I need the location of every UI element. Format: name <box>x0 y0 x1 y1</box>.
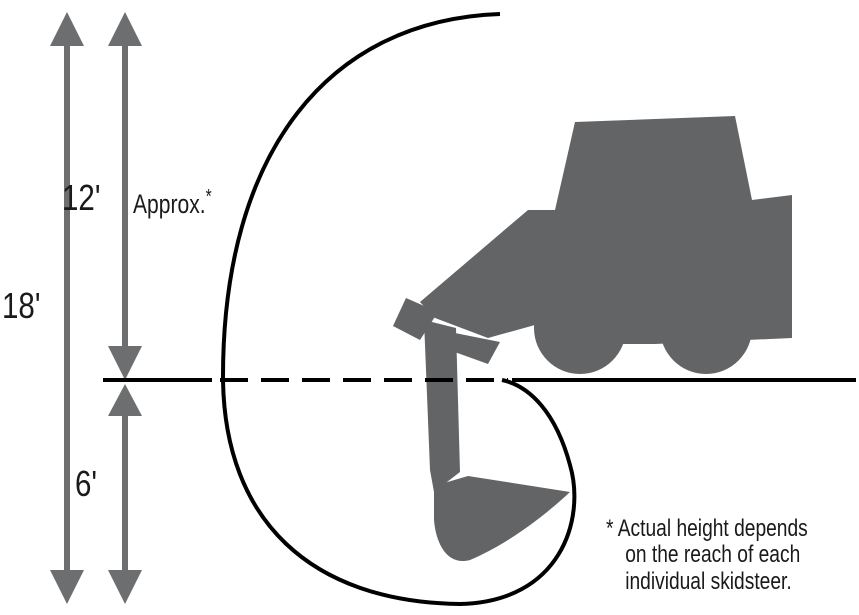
reach-arc <box>220 12 577 607</box>
arrow-12ft <box>108 12 142 380</box>
approx-asterisk: * <box>205 186 212 208</box>
arrow-6ft <box>108 384 142 604</box>
approx-text: Approx. <box>133 189 206 219</box>
footnote-line-1: * Actual height depends <box>606 515 808 542</box>
label-12ft: 12' <box>62 177 101 218</box>
footnote: * Actual height depends on the reach of … <box>606 515 808 595</box>
footnote-line-3: individual skidsteer. <box>625 567 792 595</box>
label-6ft: 6' <box>75 463 98 504</box>
skidsteer-silhouette <box>393 116 792 562</box>
footnote-line-2: on the reach of each <box>625 541 801 569</box>
label-approx: Approx.* <box>133 187 212 218</box>
arrow-18ft <box>50 12 84 604</box>
label-18ft: 18' <box>2 285 41 326</box>
